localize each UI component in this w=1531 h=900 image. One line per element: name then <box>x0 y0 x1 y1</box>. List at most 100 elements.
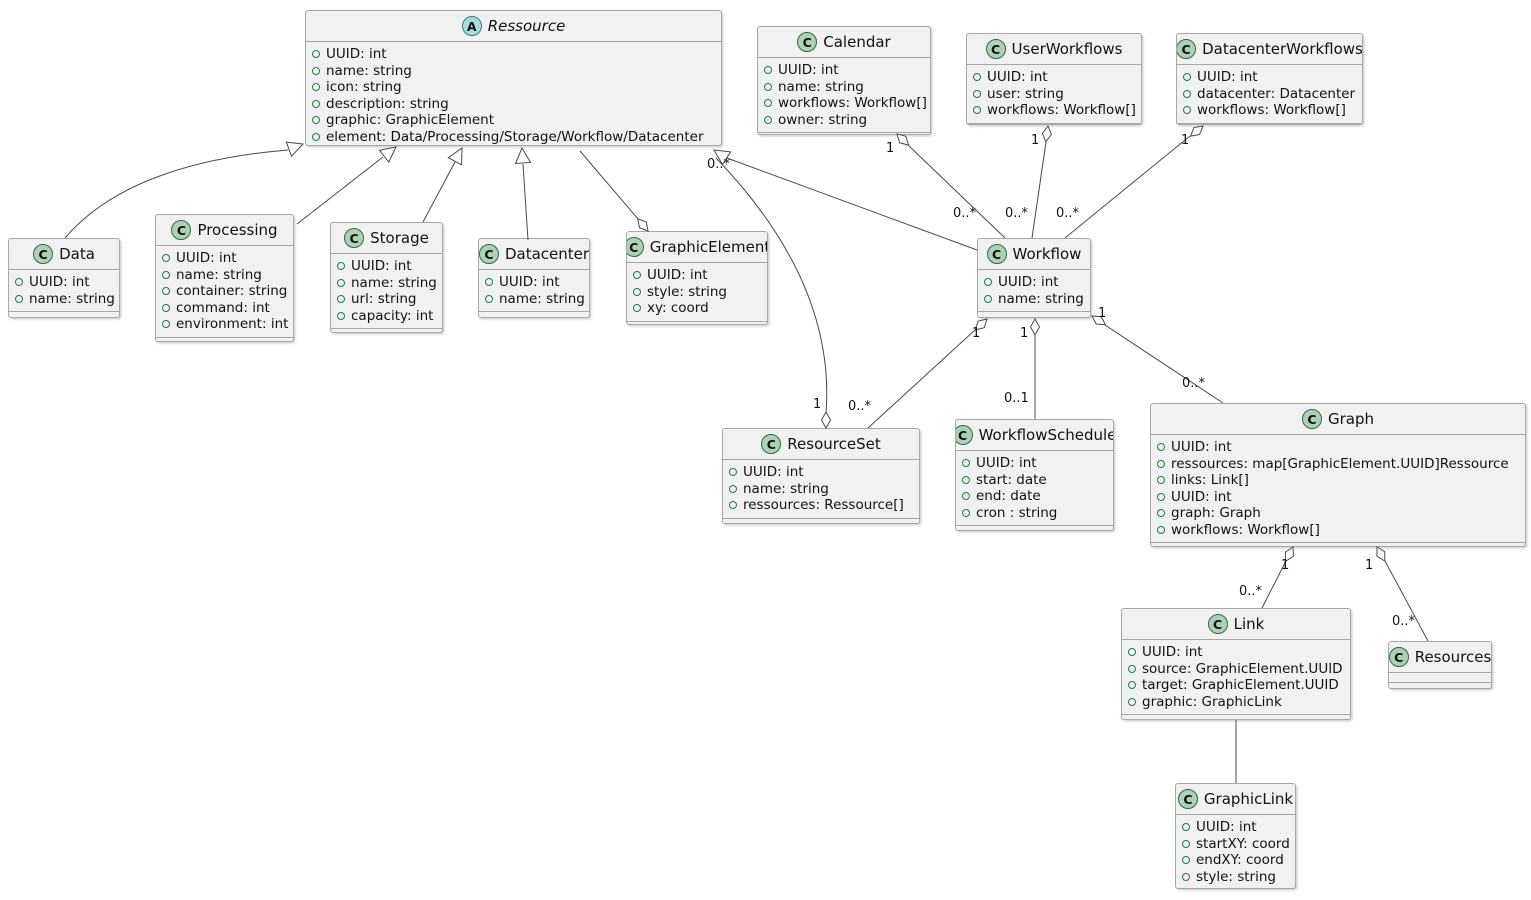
field-visibility-icon <box>1157 476 1165 485</box>
methods-compartment <box>627 320 767 325</box>
methods-compartment <box>9 311 119 317</box>
generalization-arrow-icon <box>514 146 532 164</box>
field-visibility-icon <box>729 501 737 510</box>
class-name: Datacenter <box>504 245 590 263</box>
field-visibility-icon <box>962 492 970 501</box>
class-header: C GraphicElement <box>627 232 767 262</box>
class-icon: C <box>344 228 365 248</box>
class-name: Graph <box>1327 410 1374 428</box>
attribute-row: startXY: coord <box>1182 836 1290 853</box>
attribute-text: target: GraphicElement.UUID <box>1142 677 1339 693</box>
attribute-row: UUID: int <box>973 69 1135 86</box>
field-visibility-icon <box>729 484 737 493</box>
class-header: C WorkflowSchedule <box>956 420 1113 450</box>
attribute-row: UUID: int <box>962 455 1107 472</box>
attributes-compartment: UUID: int name: string <box>479 269 589 311</box>
multiplicity-label: 0..* <box>848 399 872 414</box>
edge-workflow-resourceset <box>867 329 976 429</box>
attributes-compartment <box>1389 672 1491 682</box>
attribute-text: capacity: int <box>351 307 434 324</box>
class-icon: C <box>479 244 499 264</box>
class-resourceset: C ResourceSet UUID: int name: string res… <box>722 428 920 524</box>
class-icon: C <box>1301 409 1322 429</box>
attribute-row: ressources: Ressource[] <box>729 497 913 514</box>
attribute-text: name: string <box>29 290 115 307</box>
class-name: Ressource <box>487 17 566 35</box>
class-link: C Link UUID: int source: GraphicElement.… <box>1121 608 1351 720</box>
attributes-compartment: UUID: int startXY: coord endXY: coord st… <box>1176 814 1295 888</box>
attribute-text: UUID: int <box>976 455 1037 471</box>
class-header: C GraphicLink <box>1176 784 1295 814</box>
attribute-row: UUID: int <box>1157 489 1519 506</box>
attribute-text: UUID: int <box>29 274 90 290</box>
field-visibility-icon <box>1157 492 1165 501</box>
field-visibility-icon <box>962 459 970 468</box>
attribute-row: style: string <box>1182 869 1289 886</box>
multiplicity-label: 0..1 <box>1004 391 1029 406</box>
class-header: C Storage <box>331 223 442 253</box>
abstract-class-icon: A <box>461 16 482 36</box>
attribute-text: icon: string <box>326 79 402 95</box>
aggregation-diamond-icon <box>1030 318 1040 336</box>
field-visibility-icon <box>633 287 641 296</box>
attribute-row: owner: string <box>764 112 924 129</box>
attribute-row: name: string <box>337 275 437 292</box>
class-resources: C Resources <box>1388 641 1492 689</box>
attributes-compartment: UUID: int name: string <box>978 269 1090 311</box>
class-icon: C <box>797 32 818 52</box>
attribute-text: name: string <box>998 290 1084 307</box>
class-name: Workflow <box>1012 245 1082 263</box>
field-visibility-icon <box>984 294 992 303</box>
attribute-row: name: string <box>729 481 913 498</box>
methods-compartment <box>758 132 930 134</box>
attribute-row: ressources: map[GraphicElement.UUID]Ress… <box>1157 456 1519 473</box>
attribute-row: name: string <box>485 291 585 308</box>
attribute-row: UUID: int <box>633 267 761 284</box>
attribute-row: name: string <box>984 291 1084 308</box>
multiplicity-label: 0..* <box>1182 376 1206 391</box>
methods-compartment <box>156 336 293 342</box>
field-visibility-icon <box>312 50 320 59</box>
attribute-row: icon: string <box>312 79 715 96</box>
class-userworkflows: C UserWorkflows UUID: int user: string w… <box>966 33 1142 125</box>
field-visibility-icon <box>15 294 23 303</box>
attribute-row: UUID: int <box>15 274 113 291</box>
attribute-text: UUID: int <box>1142 644 1203 660</box>
field-visibility-icon <box>764 99 772 108</box>
attribute-text: style: string <box>1196 868 1276 885</box>
class-icon: C <box>761 434 782 454</box>
field-visibility-icon <box>1182 856 1190 865</box>
class-graphiclink: C GraphicLink UUID: int startXY: coord e… <box>1175 783 1296 889</box>
attribute-row: endXY: coord <box>1182 852 1289 869</box>
field-visibility-icon <box>337 278 345 287</box>
multiplicity-label: 1 <box>972 326 981 341</box>
class-graph: C Graph UUID: int ressources: map[Graphi… <box>1150 403 1526 547</box>
field-visibility-icon <box>337 262 345 271</box>
field-visibility-icon <box>1157 525 1165 534</box>
attribute-text: UUID: int <box>1171 439 1232 455</box>
attribute-text: owner: string <box>778 111 868 128</box>
edge-graph-resources <box>1384 560 1429 642</box>
attribute-text: workflows: Workflow[] <box>1197 102 1346 118</box>
attributes-compartment: UUID: int name: string ressources: Resso… <box>723 459 919 518</box>
attribute-text: UUID: int <box>987 69 1048 85</box>
field-visibility-icon <box>162 287 170 296</box>
methods-compartment <box>723 517 919 524</box>
attribute-text: xy: coord <box>647 300 709 316</box>
attribute-text: ressources: Ressource[] <box>743 497 904 513</box>
attribute-row: name: string <box>15 290 115 308</box>
multiplicity-label: 0..* <box>1005 206 1029 221</box>
attribute-row: cron : string <box>962 505 1107 522</box>
edge-ressource-graphicelement <box>579 150 639 220</box>
class-header: C UserWorkflows <box>967 34 1141 64</box>
attribute-text: UUID: int <box>351 258 412 274</box>
aggregation-diamond-icon <box>1372 544 1390 564</box>
class-datacenter: C Datacenter UUID: int name: string <box>478 238 590 318</box>
class-storage: C Storage UUID: int name: string url: st… <box>330 222 443 333</box>
field-visibility-icon <box>1182 872 1190 881</box>
class-icon: C <box>1177 39 1197 59</box>
class-header: C Data <box>9 239 119 269</box>
class-icon: C <box>985 39 1006 59</box>
attributes-compartment: UUID: int user: string workflows: Workfl… <box>967 64 1141 123</box>
